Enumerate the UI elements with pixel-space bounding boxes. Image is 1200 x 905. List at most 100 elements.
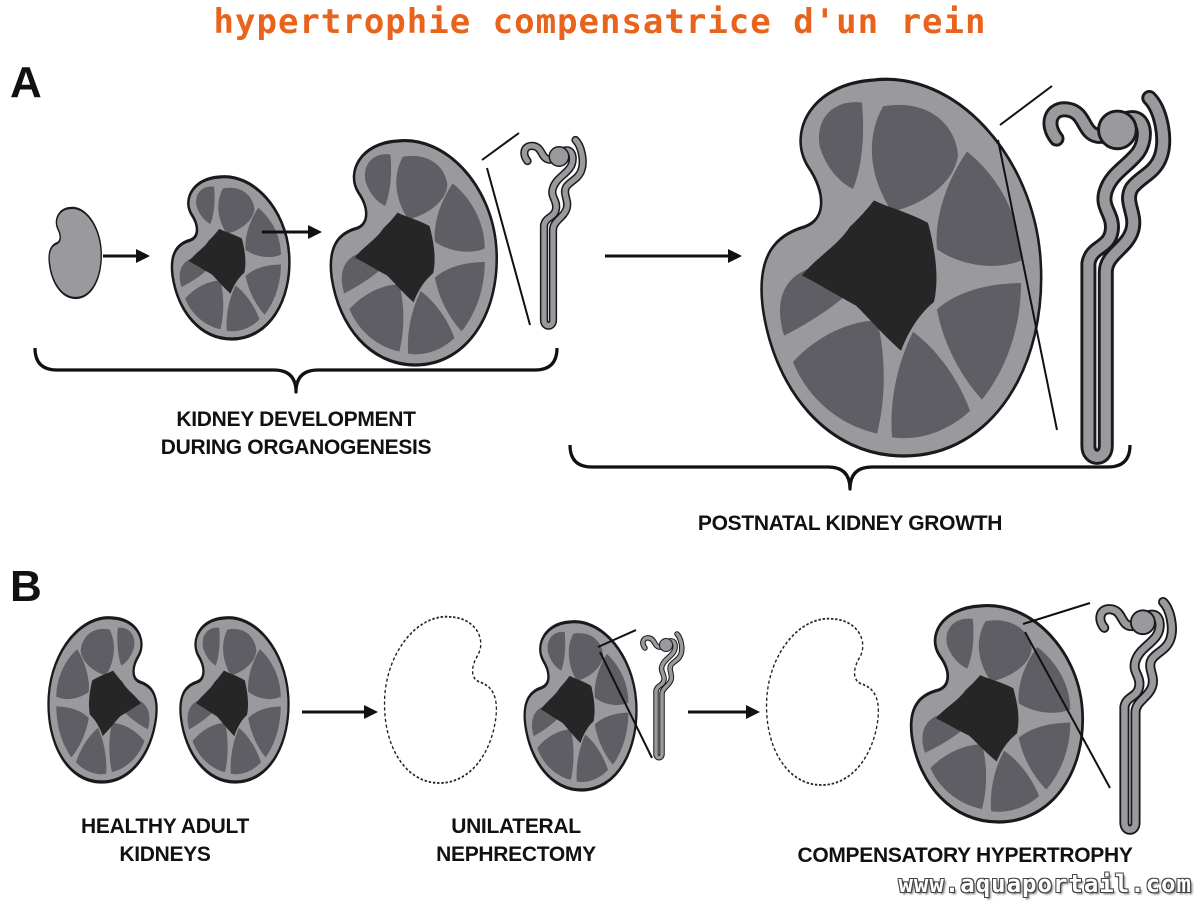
kidney-body (909, 604, 1085, 824)
caption-line: DURING ORGANOGENESIS (160, 436, 432, 459)
kidney-lobe (978, 620, 1032, 682)
kidney-body (170, 175, 291, 341)
kidney-medulla (88, 670, 141, 737)
kidney-lobe (76, 727, 107, 775)
zoom-line-b1-bottom (599, 651, 653, 759)
kidney-medulla (354, 212, 435, 303)
tubule (521, 137, 586, 329)
kidney-body (760, 77, 1043, 458)
kidney-medulla (802, 200, 937, 351)
kidney-lobe (576, 734, 608, 783)
kidney-lobe (1018, 647, 1071, 713)
zoom-line-a1-bottom (486, 167, 531, 326)
arrow-head (364, 705, 378, 719)
caption-line: COMPENSATORY HYPERTROPHY (797, 844, 1133, 867)
kidney-lobe (930, 744, 987, 810)
fetal-kidney-small (47, 206, 103, 300)
kidney-lobe (434, 261, 485, 332)
kidney-lobe (230, 727, 261, 775)
kidney-lobe (396, 155, 448, 220)
caption-line: KIDNEYS (119, 843, 211, 866)
caption-line: KIDNEY DEVELOPMENT (176, 408, 416, 431)
kidney-lobe (936, 151, 1021, 266)
arrow-head (308, 225, 322, 239)
kidney-lobe (245, 264, 281, 315)
zoom-line-a1-top (481, 132, 520, 161)
fetal-kidney-medium (170, 175, 291, 341)
kidney-lobe (117, 627, 135, 666)
caption-hypertrophy: COMPENSATORY HYPERTROPHY (755, 842, 1175, 870)
kidney-lobe (568, 633, 604, 681)
caption-line: HEALTHY ADULT (81, 815, 249, 838)
arrow-b1 (302, 705, 378, 719)
kidney-lobe (946, 618, 974, 669)
removed-kidney-2 (765, 617, 880, 786)
caption-nephrectomy: UNILATERAL NEPHRECTOMY (396, 813, 636, 869)
kidney-body (329, 139, 498, 367)
nephron-body (520, 135, 587, 330)
caption-line: NEPHRECTOMY (436, 843, 596, 866)
postnatal-kidney (760, 77, 1043, 458)
arrow-a2 (262, 225, 322, 239)
arrow-head (136, 249, 150, 263)
nephron-remaining (640, 631, 685, 761)
zoom-line-b2-top (1022, 602, 1091, 625)
removed-kidney-1 (383, 615, 498, 784)
kidney-lobe (248, 706, 281, 758)
glomerulus (548, 146, 570, 167)
kidney-lobe (1018, 722, 1071, 790)
brace-postnatal (568, 444, 1132, 491)
kidney-lobe (56, 706, 89, 758)
glomerulus (1129, 609, 1156, 636)
brace-path (568, 444, 1132, 491)
arrow-a3 (605, 249, 742, 263)
caption-line: UNILATERAL (451, 815, 581, 838)
glomerulus (1097, 109, 1138, 151)
caption-organogenesis: KIDNEY DEVELOPMENT DURING ORGANOGENESIS (116, 406, 476, 462)
nephron-body (1042, 90, 1172, 465)
kidney-body (179, 616, 290, 784)
kidney-lobe (547, 631, 566, 671)
kidney-lobe (196, 186, 215, 224)
zoom-line-b1-top (597, 629, 637, 648)
caption-line: POSTNATAL KIDNEY GROWTH (697, 512, 1003, 535)
kidney-lobe (537, 729, 574, 780)
tubule (1045, 92, 1169, 462)
kidney-lobe (594, 712, 629, 765)
remaining-kidney (523, 620, 638, 792)
kidney-lobe (56, 649, 89, 700)
kidney-lobe (109, 722, 145, 773)
watermark: www.aquaportail.com (898, 870, 1192, 898)
nephron-postnatal (1042, 90, 1172, 465)
kidney-lobe (407, 291, 455, 355)
kidney-lobe (793, 320, 884, 434)
kidney-lobe (192, 722, 228, 773)
kidney-lobe (434, 183, 485, 252)
arrow-head (746, 705, 760, 719)
zoom-line-b2-bottom (1024, 631, 1111, 789)
arrow-b2 (688, 705, 760, 719)
glomerulus (659, 638, 673, 652)
nephron-hypertrophic (1095, 596, 1177, 835)
kidney-lobe (226, 285, 260, 332)
kidney-medulla (196, 670, 249, 737)
zoom-line-a2-bottom (997, 139, 1058, 431)
kidney-lobe (937, 283, 1021, 400)
kidney-lobe (891, 331, 970, 439)
kidney-lobe (364, 154, 392, 206)
kidney-lobe (349, 284, 404, 352)
zoom-line-a2-top (999, 85, 1053, 126)
arrow-a1 (103, 249, 150, 263)
healthy-kidney-left (47, 616, 158, 784)
kidney-lobe (185, 280, 224, 330)
nephron-body (1095, 596, 1177, 835)
kidney-body (523, 620, 638, 792)
kidney-lobe (871, 104, 958, 212)
brace-path (33, 347, 559, 394)
hypertrophic-kidney (909, 604, 1085, 824)
kidney-lobe (990, 750, 1039, 812)
arrow-head (728, 249, 742, 263)
page-title: hypertrophie compensatrice d'un rein (213, 2, 987, 42)
